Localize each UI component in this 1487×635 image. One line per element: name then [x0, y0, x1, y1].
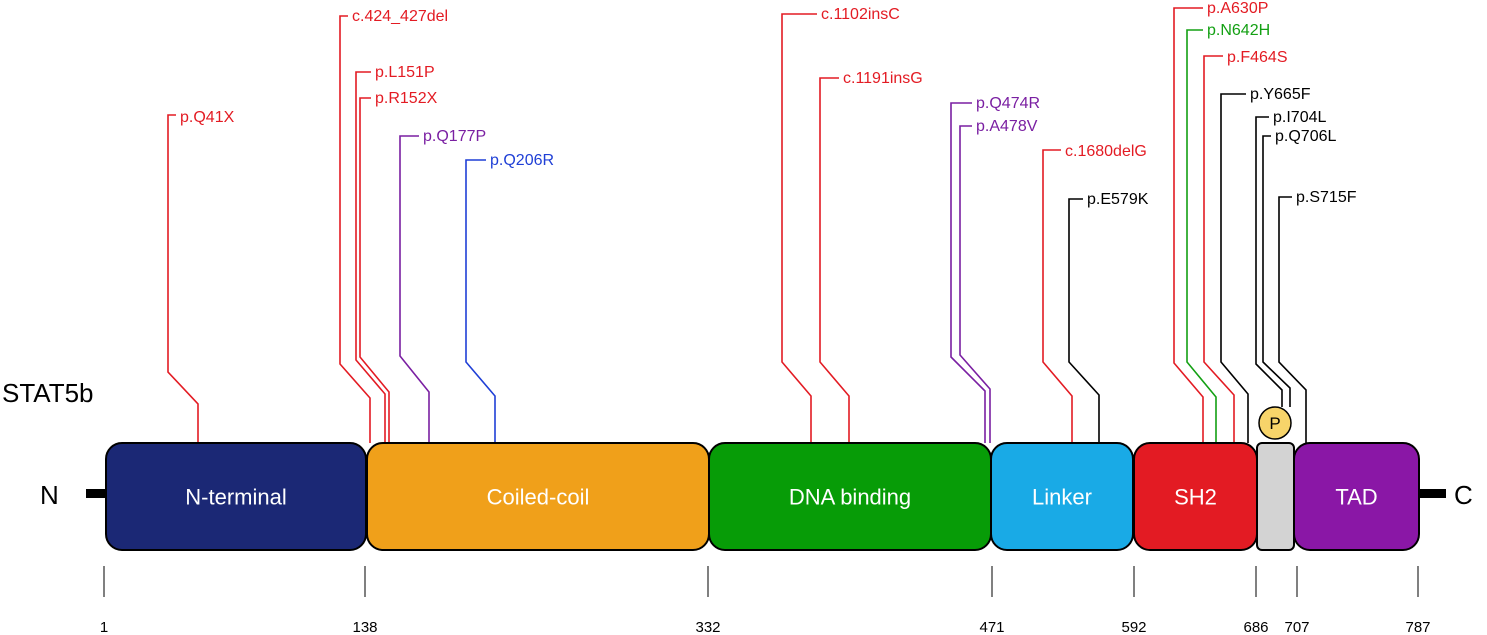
mutation-line-p-q474r	[950, 102, 986, 443]
domain-label-dna-binding: DNA binding	[789, 485, 911, 510]
mutation-label-p-a630p: p.A630P	[1207, 0, 1268, 17]
mutation-line-c-1680delg	[1042, 149, 1073, 443]
mutation-line-p-q206r	[465, 159, 496, 443]
mutation-label-p-y665f: p.Y665F	[1250, 86, 1311, 103]
mutation-label-p-i704l: p.I704L	[1273, 109, 1326, 126]
mutation-line-p-f464s	[1203, 55, 1235, 443]
mutation-label-p-q206r: p.Q206R	[490, 152, 554, 169]
protein-name: STAT5b	[2, 378, 94, 408]
mutation-label-p-q177p: p.Q177P	[423, 128, 486, 145]
mutation-label-p-q474r: p.Q474R	[976, 95, 1040, 112]
mutation-label-c-1191insg: c.1191insG	[843, 70, 923, 87]
position-label-686: 686	[1243, 619, 1268, 635]
mutation-line-p-s715f	[1278, 196, 1307, 443]
mutation-label-c-1102insc: c.1102insC	[821, 6, 900, 23]
backbone-left-stub	[86, 489, 108, 498]
mutation-label-c-1680delg: c.1680delG	[1065, 143, 1147, 160]
mutation-layer: p.Q41Xc.424_427delp.L151Pp.R152Xp.Q177Pp…	[167, 0, 1357, 443]
mutation-line-p-a478v	[959, 125, 991, 443]
mutation-label-p-n642h: p.N642H	[1207, 22, 1270, 39]
mutation-line-p-l151p	[355, 71, 386, 443]
mutation-label-p-l151p: p.L151P	[375, 64, 435, 81]
domain-layer: N-terminal Coiled-coil DNA binding Linker SH…	[105, 442, 1420, 551]
position-label-471: 471	[979, 619, 1004, 635]
mutation-line-p-q41x	[167, 114, 199, 443]
c-terminus-label: C	[1454, 480, 1473, 510]
mutation-line-p-q706l	[1262, 135, 1291, 407]
position-label-138: 138	[352, 619, 377, 635]
mutation-label-p-a478v: p.A478V	[976, 118, 1038, 135]
mutation-line-c-1102insc	[781, 13, 817, 443]
phospho-circle	[1258, 406, 1292, 440]
mutation-label-p-s715f: p.S715F	[1296, 189, 1357, 206]
position-label-1: 1	[100, 619, 108, 635]
mutation-line-c-1191insg	[819, 77, 850, 443]
mutation-line-p-e579k	[1068, 198, 1100, 443]
mutation-line-p-y665f	[1220, 93, 1249, 443]
mutation-label-p-r152x: p.R152X	[375, 90, 438, 107]
mutation-line-p-r152x	[359, 97, 390, 443]
position-label-592: 592	[1121, 619, 1146, 635]
mutation-line-p-n642h	[1186, 29, 1217, 443]
mutation-line-p-q177p	[399, 135, 430, 443]
domain-label-linker: Linker	[1032, 485, 1092, 510]
mutation-label-p-q41x: p.Q41X	[180, 109, 235, 126]
mutation-label-c-424-427del: c.424_427del	[352, 8, 448, 25]
mutation-label-p-e579k: p.E579K	[1087, 191, 1149, 208]
position-label-707: 707	[1284, 619, 1309, 635]
backbone-right-stub	[1416, 489, 1446, 498]
mutation-label-p-f464s: p.F464S	[1227, 49, 1287, 66]
phospho-label: P	[1269, 414, 1280, 433]
domain-tad	[1293, 442, 1420, 551]
domain-label-coiled-coil: Coiled-coil	[487, 485, 590, 510]
mutation-line-p-i704l	[1255, 116, 1283, 407]
position-label-332: 332	[695, 619, 720, 635]
domain-label-tad: TAD	[1335, 485, 1377, 510]
position-label-787: 787	[1405, 619, 1430, 635]
mutation-label-p-q706l: p.Q706L	[1275, 128, 1336, 145]
phospho-site: P	[1258, 406, 1292, 440]
domain-phospho-region	[1256, 442, 1295, 551]
mutation-line-c-424-427del	[339, 15, 371, 443]
mutation-line-p-a630p	[1173, 7, 1204, 443]
domain-label-sh2: SH2	[1174, 485, 1217, 510]
n-terminus-label: N	[40, 480, 59, 510]
position-axis: 1 138 332 471 592 686 707 787	[100, 566, 1431, 635]
domain-label-n-terminal: N-terminal	[185, 485, 286, 510]
